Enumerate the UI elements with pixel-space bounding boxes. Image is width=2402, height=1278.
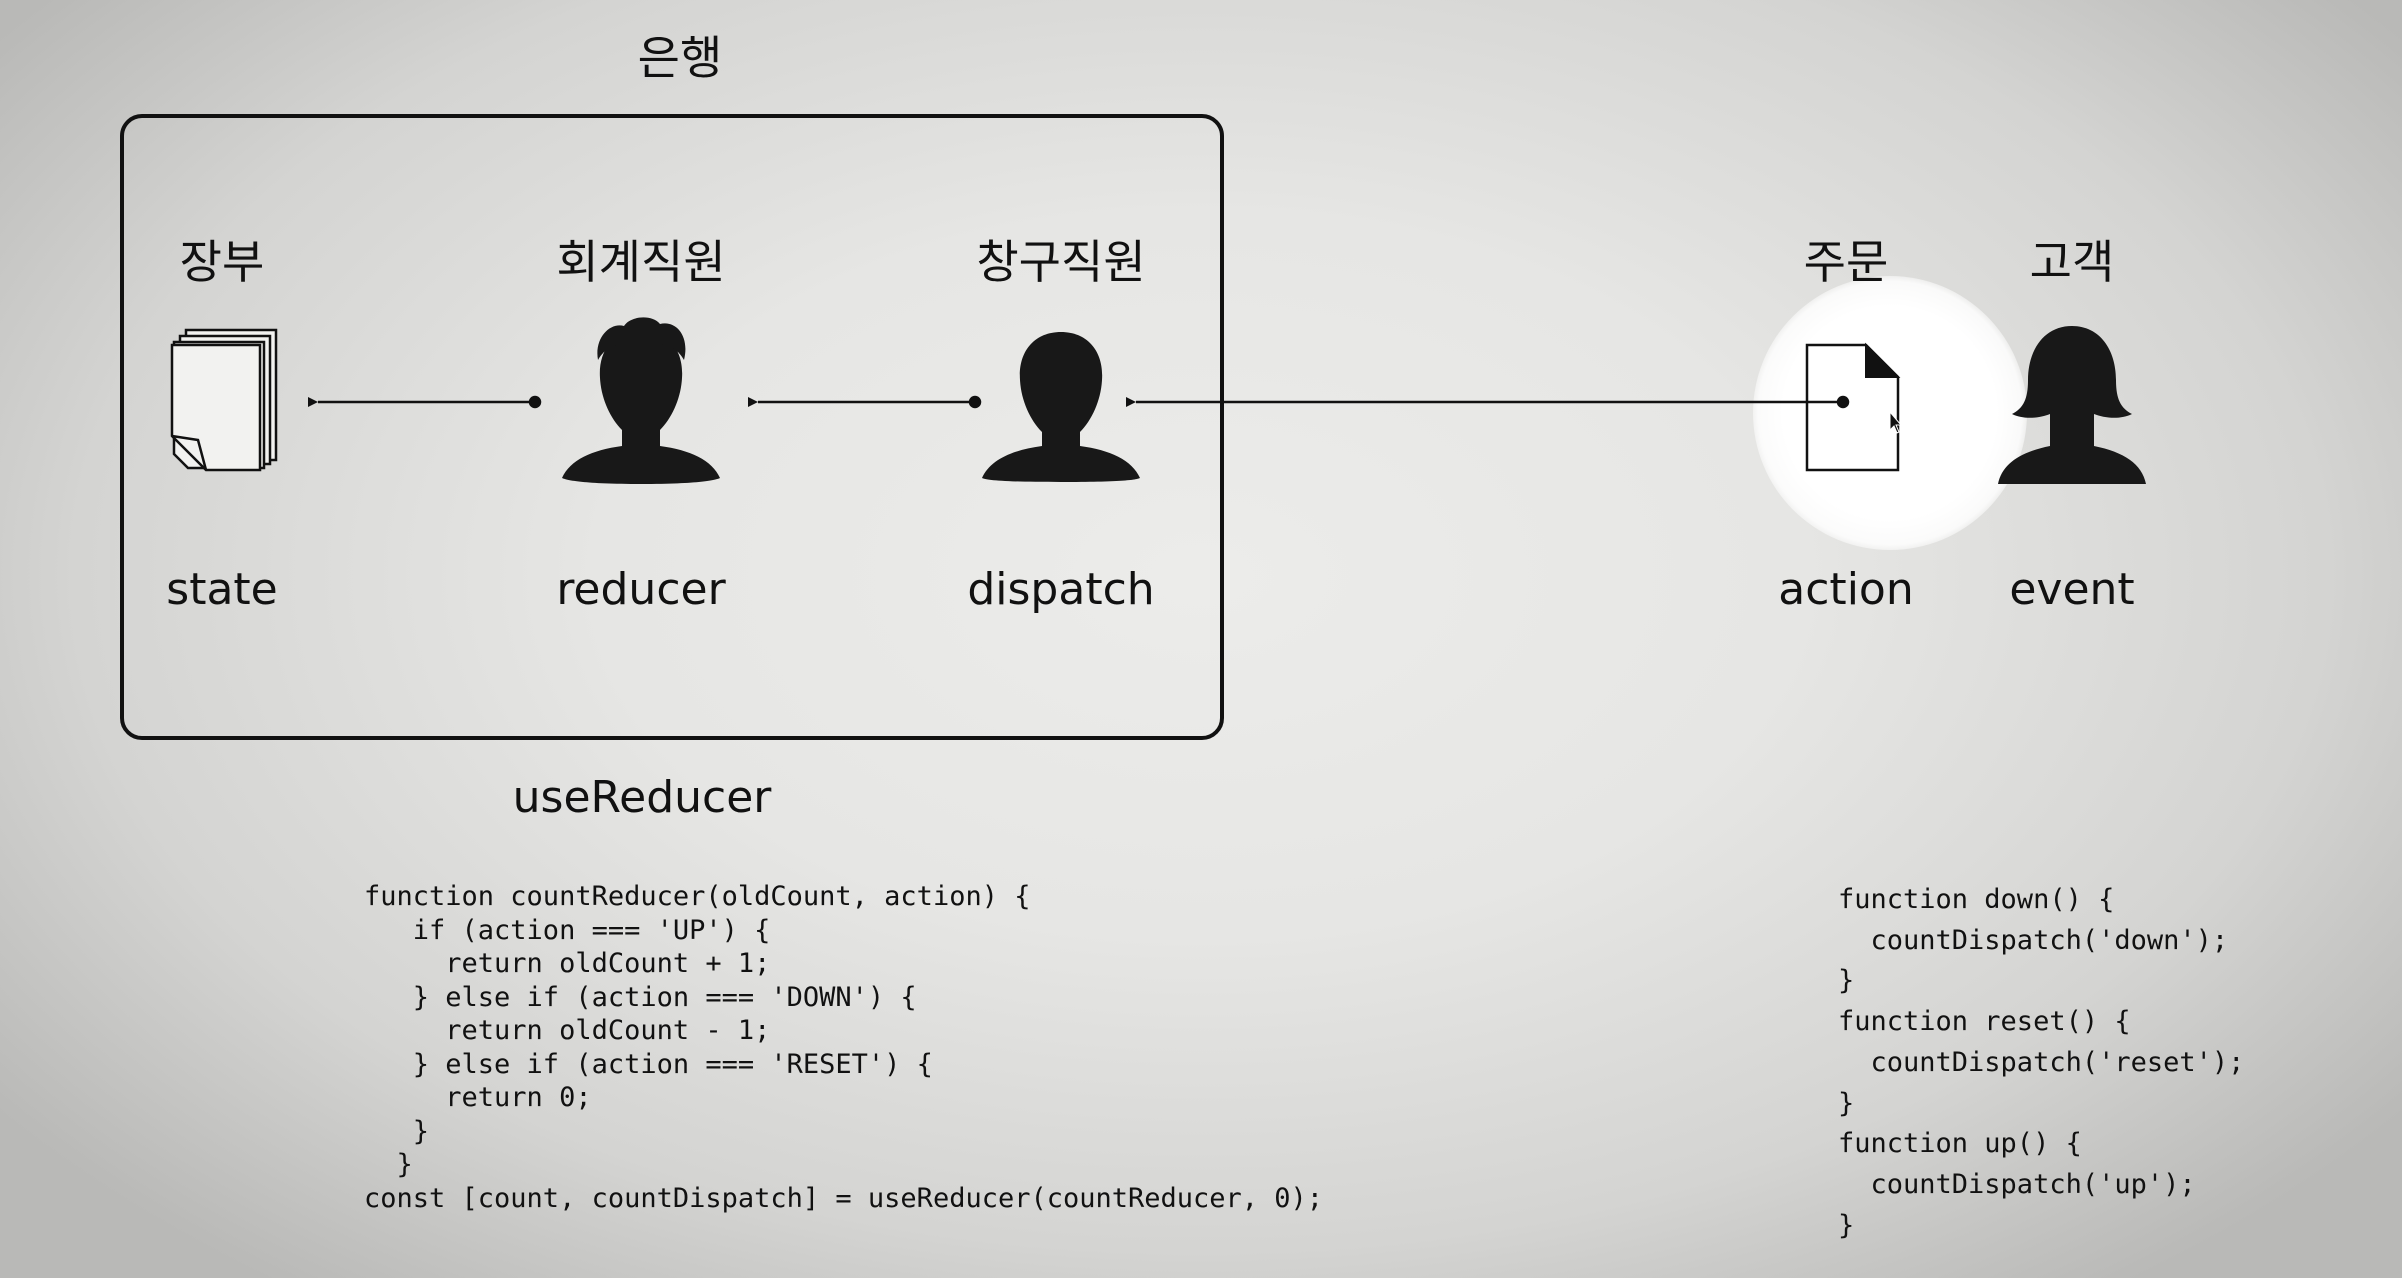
dispatch-person-icon [982, 332, 1140, 482]
code-line: } [1838, 965, 1855, 997]
code-line: } else if (action === 'RESET') { [364, 1048, 933, 1080]
reducer-code-block: function countReducer(oldCount, action) … [364, 880, 1323, 1215]
code-line: } [1838, 1087, 1855, 1119]
dispatch-arrow-origin [968, 395, 982, 409]
code-line: countDispatch('down'); [1838, 924, 2229, 956]
reducer-arrow-origin [528, 395, 542, 409]
code-line: } [364, 1115, 430, 1147]
code-line: if (action === 'UP') { [364, 914, 771, 946]
event-person-icon [1998, 326, 2146, 484]
action-korean-label: 주문 [1803, 235, 1889, 289]
code-line: function reset() { [1838, 1006, 2131, 1038]
reducer-english-label: reducer [556, 564, 726, 615]
code-line: function up() { [1838, 1128, 2082, 1160]
code-line: countDispatch('up'); [1838, 1168, 2196, 1200]
code-line: } [1838, 1209, 1855, 1241]
event-english-label: event [2009, 564, 2135, 615]
flow-arrows [308, 395, 1850, 409]
reducer-korean-label: 회계직원 [556, 235, 726, 289]
dispatch-code-block: function down() { countDispatch('down');… [1838, 880, 2244, 1246]
code-line: return oldCount - 1; [364, 1015, 771, 1046]
action-document-icon [1805, 342, 1901, 472]
bank-boundary-box [120, 114, 1224, 740]
code-line: return 0; [364, 1082, 592, 1113]
action-english-label: action [1778, 564, 1914, 615]
code-line: function down() { [1838, 884, 2115, 915]
state-korean-label: 장부 [179, 235, 265, 289]
code-line: } [364, 1149, 413, 1180]
code-line: function countReducer(oldCount, action) … [364, 881, 1031, 912]
document-stack-icon [170, 328, 278, 472]
dispatch-english-label: dispatch [967, 564, 1155, 615]
code-line: return oldCount + 1; [364, 948, 771, 979]
action-arrow-origin [1836, 395, 1850, 409]
dispatch-korean-label: 창구직원 [976, 235, 1146, 289]
code-line: } else if (action === 'DOWN') { [364, 981, 917, 1013]
mouse-cursor-icon [1889, 410, 1903, 434]
state-english-label: state [166, 564, 278, 615]
code-line: const [count, countDispatch] = useReduce… [364, 1182, 1324, 1214]
code-line: countDispatch('reset'); [1838, 1046, 2245, 1078]
bank-title: 은행 [637, 31, 723, 85]
reducer-person-icon [562, 317, 720, 484]
event-korean-label: 고객 [2029, 235, 2115, 289]
bank-caption: useReducer [512, 772, 772, 823]
